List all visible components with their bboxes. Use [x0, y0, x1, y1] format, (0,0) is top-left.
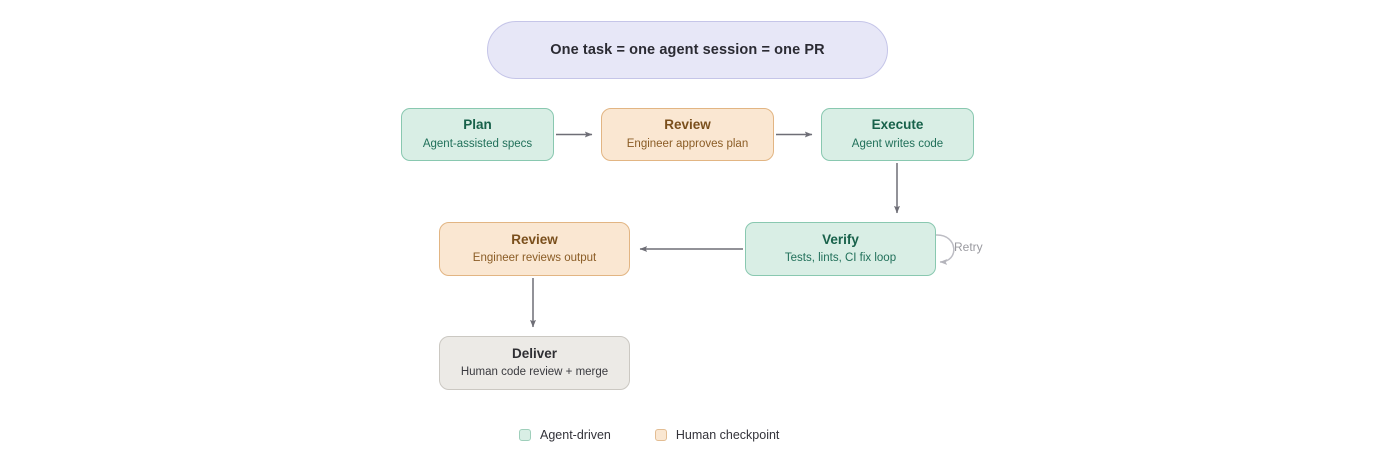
node-verify-title: Verify [822, 231, 859, 247]
edge-verify-retry-loop [935, 234, 955, 265]
node-deliver[interactable]: Deliver Human code review + merge [439, 336, 630, 390]
node-plan[interactable]: Plan Agent-assisted specs [401, 108, 554, 161]
node-verify-subtitle: Tests, lints, CI fix loop [784, 252, 897, 265]
headline-banner-label: One task = one agent session = one PR [550, 42, 825, 58]
node-execute-subtitle: Agent writes code [851, 137, 944, 150]
headline-banner: One task = one agent session = one PR [487, 21, 888, 79]
node-review-output-title: Review [511, 231, 558, 247]
retry-edge-label: Retry [954, 240, 983, 254]
node-deliver-title: Deliver [511, 345, 558, 361]
node-execute-title: Execute [871, 117, 924, 133]
node-review-plan-title: Review [664, 117, 711, 133]
node-plan-title: Plan [463, 117, 492, 133]
legend-item-agent-driven: Agent-driven [519, 428, 611, 442]
legend: Agent-driven Human checkpoint [519, 428, 779, 442]
legend-swatch-agent-icon [519, 429, 531, 441]
node-deliver-subtitle: Human code review + merge [460, 366, 609, 379]
legend-item-human-checkpoint: Human checkpoint [654, 428, 780, 442]
node-review-output-subtitle: Engineer reviews output [472, 252, 597, 265]
legend-label-human-checkpoint: Human checkpoint [675, 428, 780, 442]
legend-label-agent-driven: Agent-driven [540, 428, 611, 442]
node-review-output[interactable]: Review Engineer reviews output [439, 222, 630, 276]
node-execute[interactable]: Execute Agent writes code [821, 108, 974, 161]
node-plan-subtitle: Agent-assisted specs [422, 137, 533, 150]
legend-swatch-human-icon [654, 429, 667, 441]
node-review-plan-subtitle: Engineer approves plan [626, 137, 749, 150]
node-verify[interactable]: Verify Tests, lints, CI fix loop [745, 222, 936, 276]
node-review-plan[interactable]: Review Engineer approves plan [601, 108, 774, 161]
